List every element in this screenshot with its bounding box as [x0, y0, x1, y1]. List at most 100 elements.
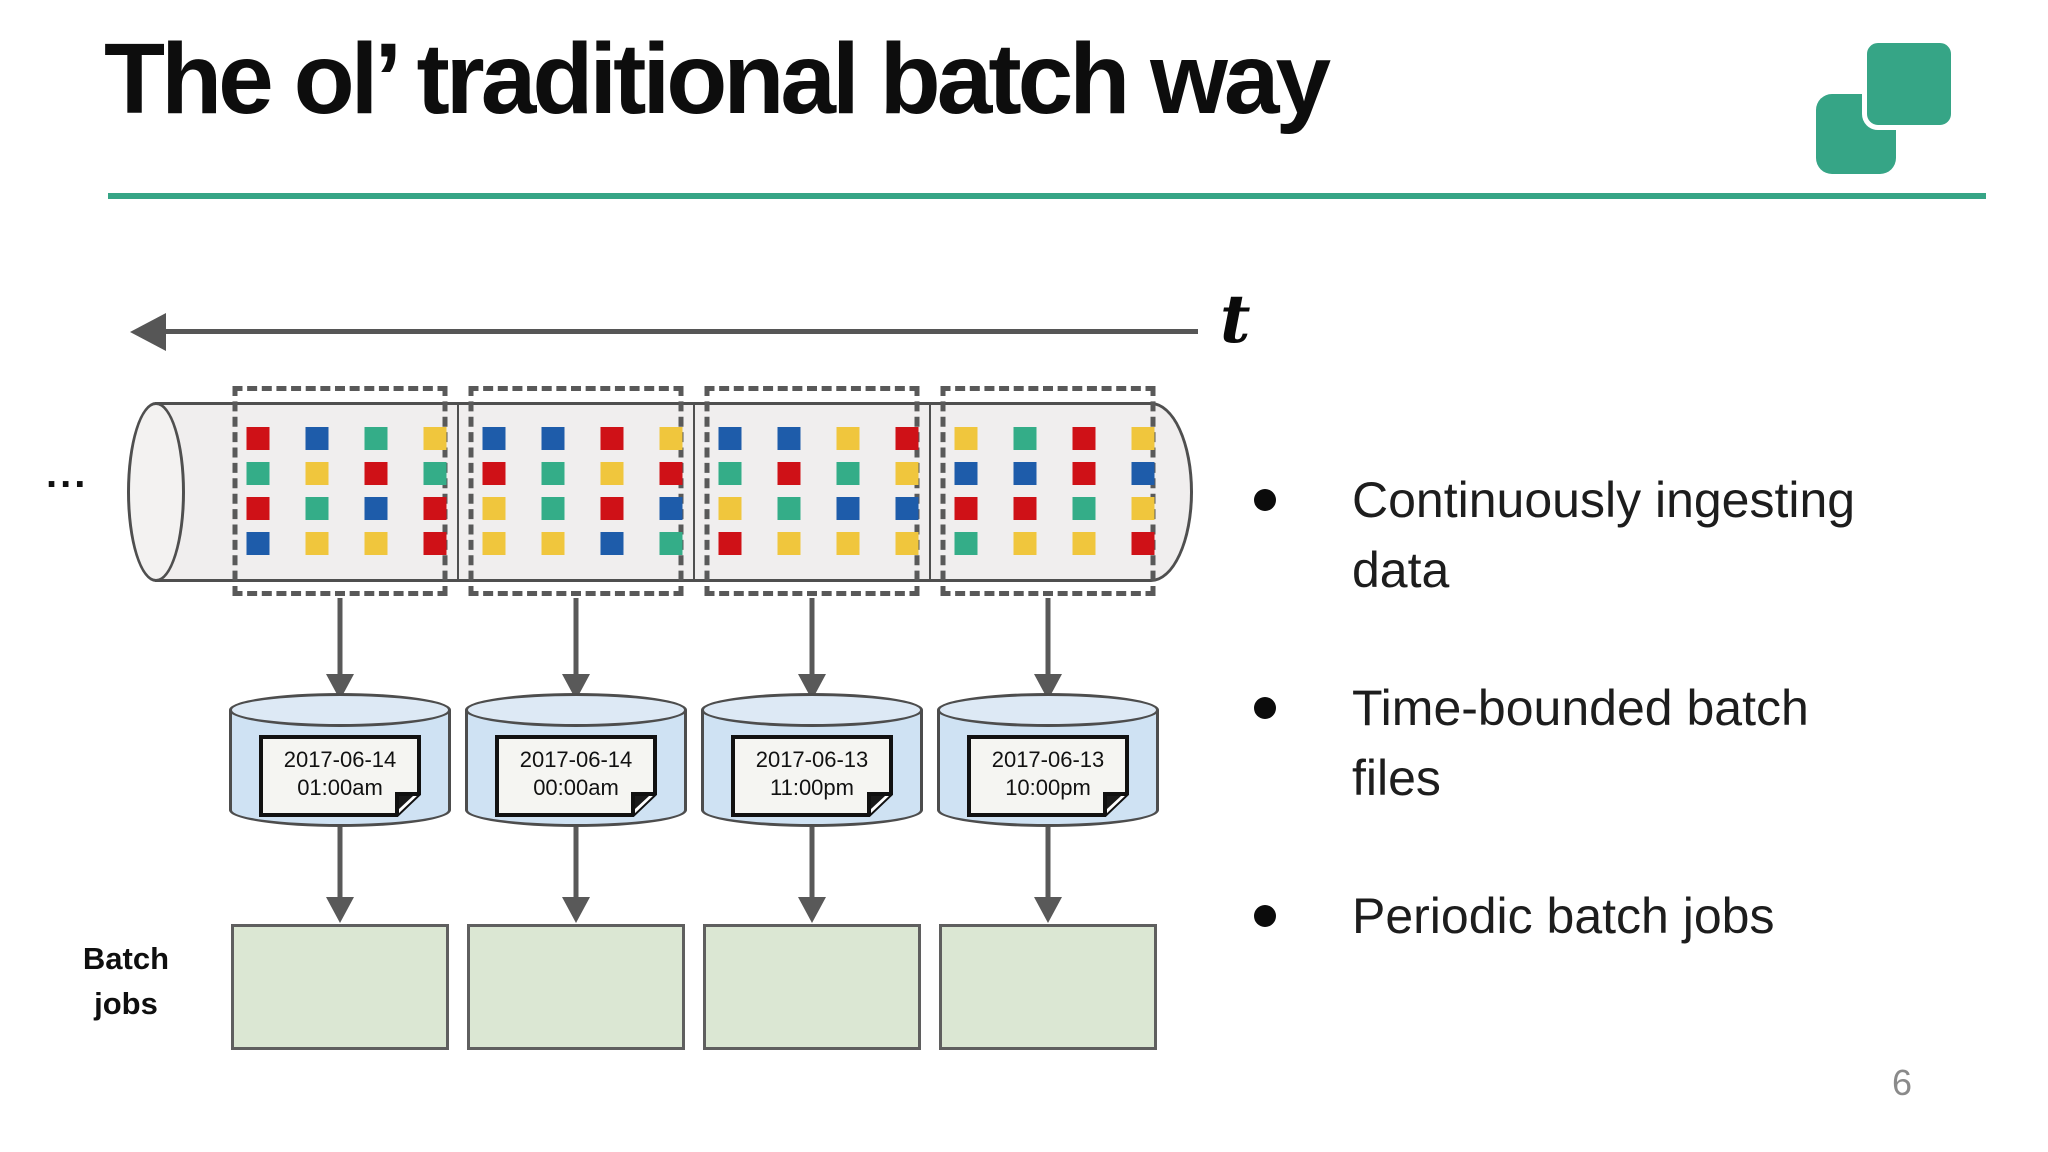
file-note-icon: [259, 735, 421, 817]
data-item-red: [777, 462, 801, 485]
batch-file-time: 10:00pm: [1005, 775, 1091, 800]
data-item-yellow: [659, 427, 683, 450]
batch-column: 2017-06-13 11:00pm: [694, 386, 930, 1076]
data-item-yellow: [364, 532, 388, 555]
batch-column: 2017-06-14 01:00am: [222, 386, 458, 1076]
arrow-down-head-icon: [798, 897, 826, 923]
bullet-text: Time-bounded batch files: [1352, 680, 1809, 806]
data-item-teal: [305, 497, 329, 520]
batch-jobs-caption-line1: Batch: [82, 941, 170, 976]
pipe-section-divider: [929, 404, 931, 581]
data-items-grid: [482, 427, 719, 567]
data-item-teal: [423, 462, 447, 485]
time-axis-label: t: [1220, 280, 1251, 358]
data-item-yellow: [954, 427, 978, 450]
arrow-pipe-to-file: [809, 598, 815, 676]
data-item-red: [659, 462, 683, 485]
pipe-open-end: [127, 402, 185, 582]
data-item-red: [1131, 532, 1155, 555]
data-item-yellow: [1072, 532, 1096, 555]
title-underline: [108, 193, 1986, 199]
arrow-down-head-icon: [326, 897, 354, 923]
logo-front-square: [1862, 38, 1956, 130]
file-note-icon: [495, 735, 657, 817]
arrow-pipe-to-file: [337, 598, 343, 676]
data-item-yellow: [777, 532, 801, 555]
data-items-grid: [954, 427, 1191, 567]
data-item-yellow: [1131, 497, 1155, 520]
batch-file-time: 01:00am: [297, 775, 383, 800]
data-item-blue: [777, 427, 801, 450]
batch-jobs-caption: Batch jobs: [40, 936, 212, 1026]
file-note-icon: [731, 735, 893, 817]
data-item-red: [246, 427, 270, 450]
data-item-red: [482, 462, 506, 485]
data-items-grid: [718, 427, 955, 567]
data-item-yellow: [423, 427, 447, 450]
data-item-teal: [1013, 427, 1037, 450]
arrow-file-to-job: [573, 827, 579, 899]
time-window-dashed-box: [940, 386, 1156, 596]
data-item-blue: [718, 427, 742, 450]
data-item-red: [600, 427, 624, 450]
batch-file-label: 2017-06-14 01:00am: [259, 735, 421, 813]
batch-file-label: 2017-06-13 10:00pm: [967, 735, 1129, 813]
data-item-blue: [246, 532, 270, 555]
data-item-yellow: [836, 532, 860, 555]
batch-file-time: 11:00pm: [770, 775, 854, 800]
batch-file-date: 2017-06-13: [991, 747, 1105, 772]
time-window-dashed-box: [704, 386, 920, 596]
batch-column: 2017-06-14 00:00am: [458, 386, 694, 1076]
data-item-teal: [246, 462, 270, 485]
data-item-blue: [954, 462, 978, 485]
file-note-icon: [967, 735, 1129, 817]
batch-file-label: 2017-06-14 00:00am: [495, 735, 657, 813]
data-item-blue: [482, 427, 506, 450]
data-item-blue: [364, 497, 388, 520]
data-item-teal: [541, 497, 565, 520]
arrow-pipe-to-file: [573, 598, 579, 676]
data-item-teal: [777, 497, 801, 520]
stream-continues-ellipsis: ...: [46, 452, 89, 496]
data-item-blue: [659, 497, 683, 520]
database-cylinder-top: [465, 693, 687, 727]
data-item-yellow: [600, 462, 624, 485]
data-item-yellow: [718, 497, 742, 520]
batch-file-date: 2017-06-14: [283, 747, 397, 772]
data-item-yellow: [482, 497, 506, 520]
bullet-dot-icon: [1254, 697, 1276, 719]
bullet-dot-icon: [1254, 905, 1276, 927]
list-item: Time-bounded batch files: [1254, 673, 1897, 813]
data-items-grid: [246, 427, 483, 567]
data-item-red: [364, 462, 388, 485]
pipe-section-divider: [693, 404, 695, 581]
batch-file-date: 2017-06-14: [519, 747, 633, 772]
batch-column: 2017-06-13 10:00pm: [930, 386, 1166, 1076]
bullet-text: Continuously ingesting data: [1352, 472, 1856, 598]
data-item-blue: [1013, 462, 1037, 485]
data-item-yellow: [305, 462, 329, 485]
data-item-yellow: [482, 532, 506, 555]
data-item-teal: [1072, 497, 1096, 520]
page-number: 6: [1892, 1062, 1913, 1103]
data-item-red: [1072, 427, 1096, 450]
data-item-teal: [541, 462, 565, 485]
database-cylinder-top: [937, 693, 1159, 727]
data-item-blue: [836, 497, 860, 520]
database-cylinder-top: [701, 693, 923, 727]
batch-file-label: 2017-06-13 11:00pm: [731, 735, 893, 813]
arrow-file-to-job: [1045, 827, 1051, 899]
time-window-dashed-box: [232, 386, 448, 596]
slide-title: The ol’ traditional batch way: [104, 23, 1331, 135]
data-item-yellow: [836, 427, 860, 450]
bullet-text: Periodic batch jobs: [1352, 888, 1775, 944]
time-arrow-head-icon: [130, 313, 166, 351]
data-item-teal: [954, 532, 978, 555]
arrow-file-to-job: [337, 827, 343, 899]
arrow-pipe-to-file: [1045, 598, 1051, 676]
bullet-list: Continuously ingesting data Time-bounded…: [1254, 465, 1897, 1019]
data-item-teal: [718, 462, 742, 485]
batch-job-box: [231, 924, 449, 1050]
data-item-yellow: [1131, 427, 1155, 450]
